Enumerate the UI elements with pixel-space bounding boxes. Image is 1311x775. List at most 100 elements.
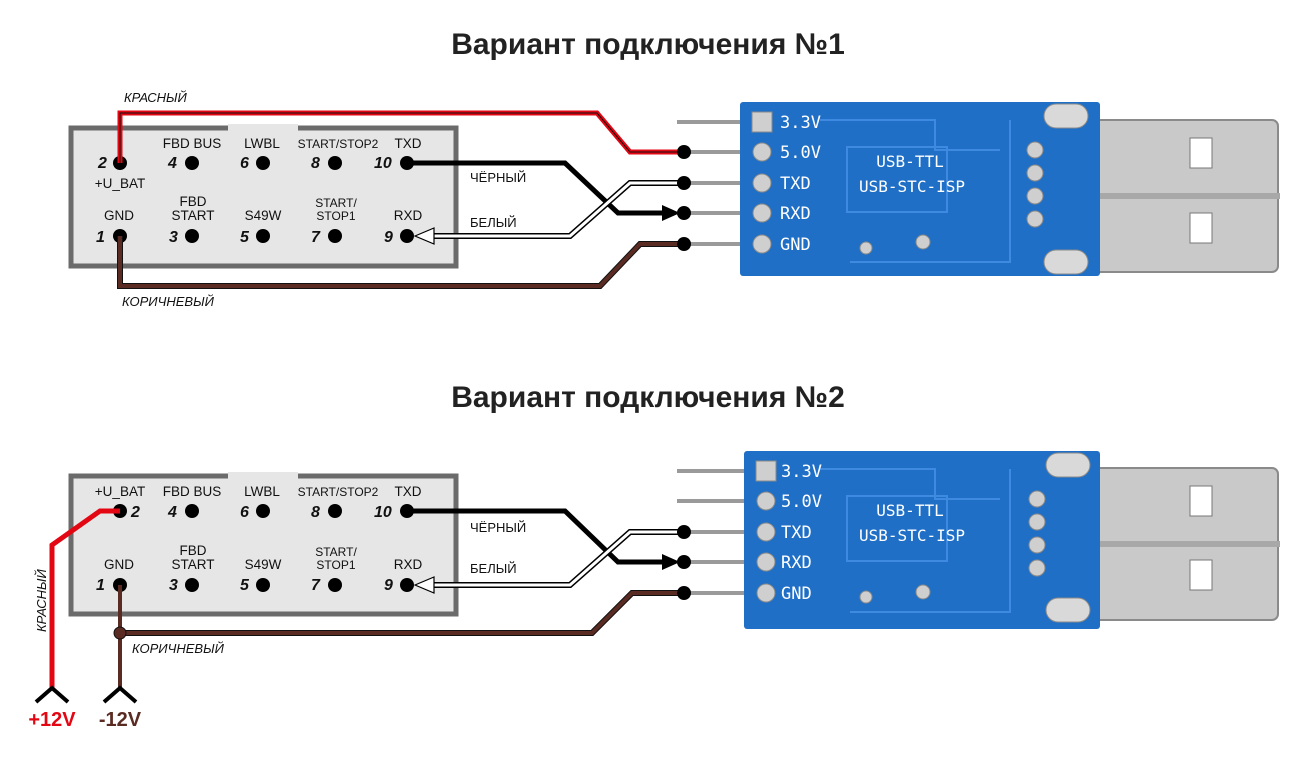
pcb-pin-rxd: RXD [781,553,812,573]
white-wire-arrow [413,576,435,594]
pcb-pad [1026,164,1044,182]
pin-label-start-slash: START/ [315,545,357,559]
pin-label-s49w: S49W [245,208,282,223]
pin-label-txd: TXD [395,136,422,151]
variant-1-title: Вариант подключения №1 [451,28,845,61]
connector-key [228,472,298,480]
pin-label-fbd: FBD [180,543,207,558]
pin-number-7: 7 [311,577,321,594]
pcb-pad [1028,559,1046,577]
pin-4 [185,504,199,518]
brown-wire [120,591,684,635]
pin-label-txd: TXD [395,484,422,499]
pin-number-6: 6 [240,155,249,172]
pad-rxd [752,203,772,223]
minus-12v-label: -12V [99,709,142,731]
pad-rxd [756,552,776,572]
pcb-pad [1026,141,1044,159]
pin-label-u-bat: +U_BAT [95,176,145,191]
pin-label-lwbl: LWBL [244,484,280,499]
pin-number-5: 5 [240,577,250,594]
plus-12v-label: +12V [28,709,76,731]
pcb-chip-outline [846,146,948,213]
variant-1: Вариант подключения №1 +U_BAT FBD BUS LW… [68,28,1280,309]
pcb-pad [859,241,873,255]
variant-2: Вариант подключения №2 +U_BAT FBD BUS LW… [28,381,1280,731]
pin-label-start-slash: START/ [315,196,357,210]
pin-number-7: 7 [311,229,321,246]
black-wire [407,160,664,216]
pcb-trace [820,468,1000,500]
pcb-pin-rxd: RXD [780,204,811,224]
white-wire [432,530,684,587]
pin-5 [256,578,270,592]
pcb-pin-3v3: 3.3V [780,113,821,133]
pcb-mount-tab [1045,597,1091,623]
pin-label-rxd: RXD [394,557,423,572]
plus-terminal-icon [34,685,70,704]
pin-label-gnd: GND [104,208,134,223]
black-wire [407,508,664,565]
pad-gnd [756,583,776,603]
pin-number-4: 4 [167,155,177,172]
usb-plug-window-top [1189,485,1213,517]
pad-txd [752,173,772,193]
wire-label-white: БЕЛЫЙ [470,215,517,230]
white-wire-arrow [413,227,435,245]
pcb-pad [1026,210,1044,228]
pin-6 [256,504,270,518]
usb-plug-seam [1098,541,1280,547]
pin-number-4: 4 [167,504,177,521]
pin-number-10: 10 [374,155,392,172]
usb-plug-window-top [1189,137,1213,169]
connector-key [228,124,298,132]
pcb-mount-tab [1043,103,1089,129]
wire-label-red: КРАСНЫЙ [33,568,49,632]
pin-label-start-stop2: START/STOP2 [298,485,379,499]
pin-number-2: 2 [97,155,107,172]
usb-plug-window-bottom [1189,559,1213,591]
pcb-pad [1028,536,1046,554]
pin-label-start-stop2: START/STOP2 [298,137,379,151]
pcb-model-sub: USB-STC-ISP [859,526,965,545]
wire-label-black: ЧЁРНЫЙ [470,520,526,535]
white-wire-outline [432,529,684,588]
connector-body [68,473,459,617]
brown-wire-junction [113,626,127,640]
wire-label-brown: КОРИЧНЕВЫЙ [132,640,225,656]
pin-label-fbd-bus: FBD BUS [163,136,222,151]
pin-9 [400,578,414,592]
junction-gnd [677,586,691,600]
pcb-pin-txd: TXD [781,523,812,543]
usb-ttl-adapter-2: 3.3V 5.0V TXD RXD GND USB-TTL USB-STC-IS… [677,451,1280,629]
wire-label-white: БЕЛЫЙ [470,561,517,576]
usb-ttl-adapter-1: 3.3V 5.0V TXD RXD GND USB-TTL USB-STC-IS… [677,102,1280,276]
car-connector-1: +U_BAT FBD BUS LWBL START/STOP2 TXD 2 4 … [68,124,459,269]
junction-rxd [677,206,691,220]
pin-label-start: START [171,208,214,223]
pcb-mount-tab [1043,249,1089,275]
usb-plug-seam [1095,193,1280,199]
pin-4 [185,156,199,170]
minus-terminal-icon [102,685,138,704]
pin-8 [328,504,342,518]
pcb-pad [1028,513,1046,531]
pin-8 [328,156,342,170]
pcb-pad [1028,490,1046,508]
pcb-pin-gnd: GND [780,235,811,255]
pin-number-3: 3 [169,577,178,594]
pin-9 [400,229,414,243]
pcb-chip-outline [846,495,948,562]
pad-3v3 [755,460,777,482]
black-wire-arrow [662,205,680,221]
pin-number-1: 1 [96,229,105,246]
pin-number-6: 6 [240,504,249,521]
pin-number-1: 1 [96,577,105,594]
pin-5 [256,229,270,243]
pad-txd [756,522,776,542]
pcb-trace [820,119,1000,151]
pin-6 [256,156,270,170]
pcb-pad [915,584,931,600]
connector-body [68,125,459,269]
